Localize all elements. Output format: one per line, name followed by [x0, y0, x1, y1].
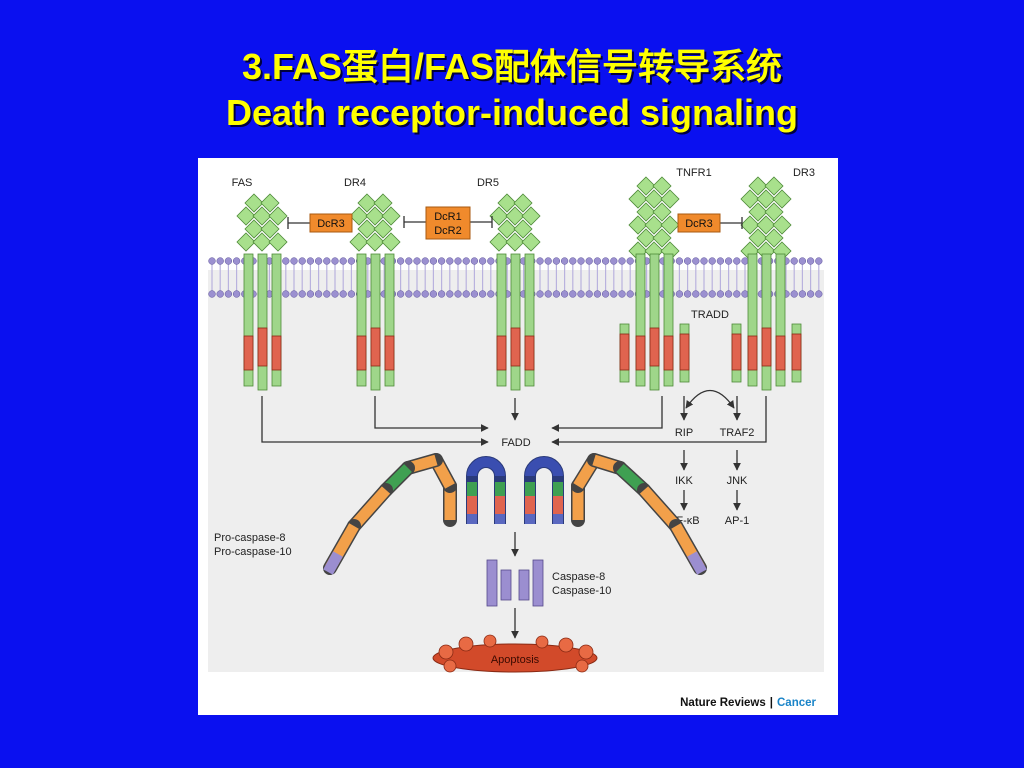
dcr3-left-label: DcR3 [317, 218, 345, 230]
caspase-label-1: Caspase-8 [552, 571, 605, 583]
dr3-label: DR3 [793, 167, 815, 179]
fadd-arrows [261, 390, 767, 639]
apoptosis-cell [432, 634, 598, 673]
procaspase-arm-right [571, 453, 707, 575]
traf2-label: TRAF2 [720, 427, 755, 439]
fadd-hairpin-right [524, 456, 564, 524]
receptor-dr5 [489, 193, 541, 391]
dcr3-right-label: DcR3 [685, 218, 713, 230]
disc-complex [323, 453, 707, 575]
receptor-fas [236, 193, 288, 391]
receptor-dr4 [349, 193, 401, 391]
ikk-label: IKK [675, 475, 693, 487]
fadd-hairpin-left [466, 456, 506, 524]
procaspase-arm-left [323, 453, 457, 575]
dr4-label: DR4 [344, 177, 366, 189]
receptor-group [236, 176, 802, 391]
dr5-label: DR5 [477, 177, 499, 189]
slide-subtitle: Death receptor-induced signaling [225, 92, 799, 133]
credit-section: Cancer [777, 697, 817, 709]
active-caspase [486, 559, 544, 607]
procaspase-label-1: Pro-caspase-8 [214, 532, 286, 544]
jnk-label: JNK [727, 475, 748, 487]
diagram-canvas: DcR3 DcR1 DcR2 DcR3 FAS DR4 DR5 TNFR1 DR… [208, 167, 824, 709]
decoy-dcr3-left: DcR3 [287, 213, 353, 233]
fadd-label: FADD [501, 437, 530, 449]
credit-separator: | [770, 697, 773, 709]
dcr2-label: DcR2 [434, 225, 462, 237]
decoy-dcr3-right: DcR3 [677, 213, 743, 233]
ap1-label: AP-1 [725, 515, 749, 527]
decoy-dcr1-dcr2: DcR1 DcR2 [403, 206, 493, 240]
dcr1-label: DcR1 [434, 211, 462, 223]
tradd-label: TRADD [691, 309, 729, 321]
procaspase-label-2: Pro-caspase-10 [214, 546, 292, 558]
apoptosis-label: Apoptosis [491, 654, 540, 666]
receptor-dr3 [731, 176, 802, 391]
credit-journal: Nature Reviews [680, 697, 766, 709]
slide-title: 3.FAS蛋白/FAS配体信号转导系统 [241, 46, 783, 87]
figure-credit: Nature Reviews | Cancer [680, 697, 816, 709]
rip-label: RIP [675, 427, 693, 439]
receptor-tnfr1 [619, 176, 690, 391]
signaling-diagram: DcR3 DcR1 DcR2 DcR3 FAS DR4 DR5 TNFR1 DR… [198, 158, 838, 715]
tnfr1-label: TNFR1 [676, 167, 711, 179]
caspase-label-2: Caspase-10 [552, 585, 611, 597]
fas-label: FAS [232, 177, 253, 189]
